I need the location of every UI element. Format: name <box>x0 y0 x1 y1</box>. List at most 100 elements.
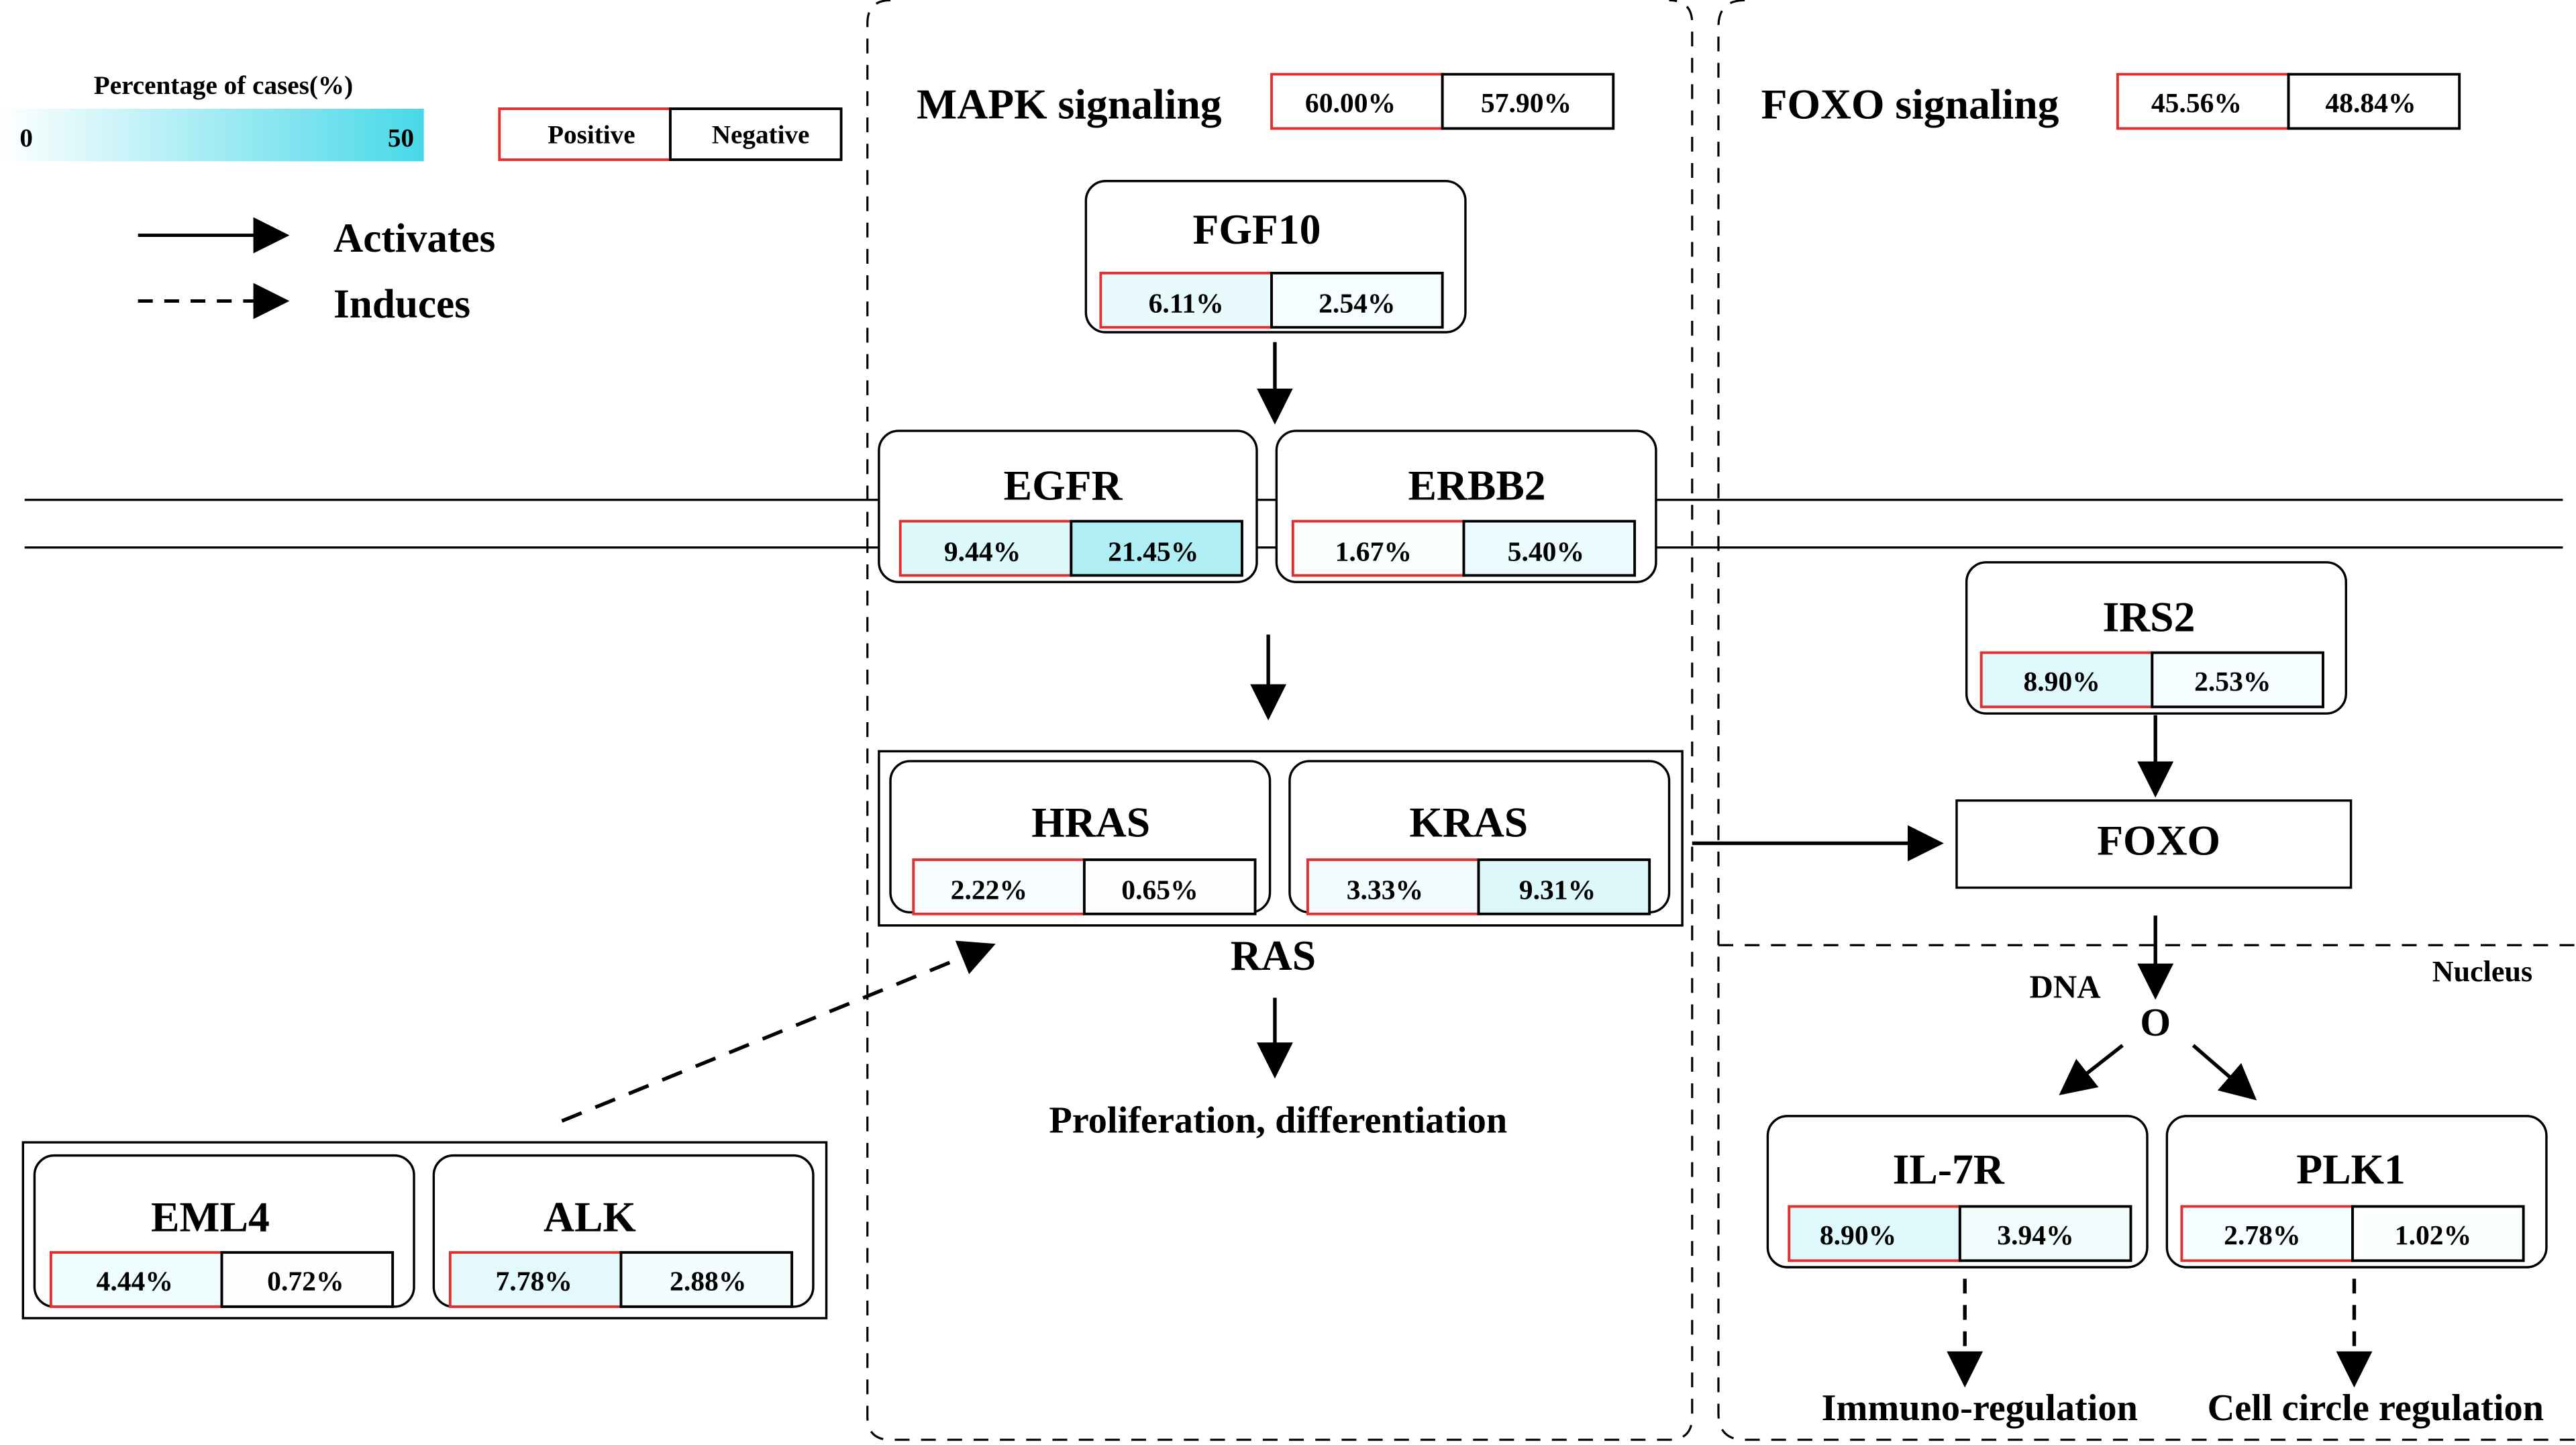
legend-negative-label: Negative <box>712 120 810 149</box>
cell-positive-kras <box>1306 858 1480 915</box>
gene-label-eml4: EML4 <box>151 1193 270 1240</box>
cell-negative-erbb2 <box>1462 519 1637 577</box>
arrow-eml4alk-induces-ras <box>561 940 996 1123</box>
value-negative-egfr: 21.45% <box>1108 536 1198 567</box>
induces-label: Induces <box>333 281 470 327</box>
ras-label: RAS <box>1231 932 1316 979</box>
gene-label-erbb2: ERBB2 <box>1408 462 1545 509</box>
value-positive-irs2: 8.90% <box>2023 666 2100 697</box>
dna-node-label: O <box>2140 1001 2171 1044</box>
scale-title: Percentage of cases(%) <box>94 71 353 100</box>
cell-positive-il7r <box>1788 1205 1961 1262</box>
value-negative-eml4: 0.72% <box>267 1266 344 1297</box>
proliferation-label: Proliferation, differentiation <box>1049 1099 1507 1141</box>
gene-label-egfr: EGFR <box>1004 462 1123 509</box>
arrows <box>561 342 2373 1388</box>
cell-negative-plk1 <box>2351 1205 2525 1262</box>
gene-eml4: EML4 4.44% 0.72% <box>33 1154 415 1308</box>
pathway-header-mapk: MAPK signaling 60.00% 57.90% <box>917 72 1615 130</box>
value-negative-kras: 9.31% <box>1519 875 1596 906</box>
value-positive-alk: 7.78% <box>495 1266 572 1297</box>
legend-negative-box <box>668 107 843 161</box>
value-negative-hras: 0.65% <box>1121 875 1198 906</box>
mapk-positive-box <box>1270 72 1444 130</box>
value-negative-il7r: 3.94% <box>1997 1220 2073 1251</box>
value-negative-fgf10: 2.54% <box>1319 289 1395 319</box>
gene-erbb2: ERBB2 1.67% 5.40% <box>1275 430 1657 583</box>
foxo-node-box <box>1955 799 2353 889</box>
cell-negative-irs2 <box>2151 651 2324 709</box>
dna-label: DNA <box>2030 968 2101 1005</box>
color-scale-bar <box>0 109 424 162</box>
arrow-dna-to-il7r <box>2059 1044 2124 1095</box>
gene-egfr: EGFR 9.44% 21.45% <box>878 430 1258 583</box>
mapk-region <box>866 0 1694 1441</box>
foxo-positive-box <box>2116 72 2290 130</box>
value-negative-irs2: 2.53% <box>2194 666 2271 697</box>
cell-positive-irs2 <box>1979 651 2154 709</box>
value-positive-hras: 2.22% <box>951 875 1027 906</box>
immuno-regulation-label: Immuno-regulation <box>1822 1387 2138 1429</box>
cell-positive-egfr <box>898 519 1073 577</box>
cell-negative-hras <box>1082 858 1257 915</box>
cell-negative-il7r <box>1958 1205 2132 1262</box>
gene-label-il7r: IL-7R <box>1893 1145 2005 1193</box>
mapk-positive-value: 60.00% <box>1305 88 1396 119</box>
gene-fgf10: FGF10 6.11% 2.54% <box>1084 180 1467 334</box>
pathway-header-foxo: FOXO signaling 45.56% 48.84% <box>1761 72 2461 130</box>
cell-circle-regulation-label: Cell circle regulation <box>2208 1387 2544 1429</box>
gene-plk1: PLK1 2.78% 1.02% <box>2165 1115 2548 1268</box>
scale-min-label: 0 <box>19 123 33 152</box>
value-negative-plk1: 1.02% <box>2395 1220 2471 1251</box>
value-negative-alk: 2.88% <box>670 1266 746 1297</box>
mapk-negative-box <box>1441 72 1615 130</box>
gene-label-hras: HRAS <box>1031 799 1150 846</box>
value-positive-eml4: 4.44% <box>97 1266 173 1297</box>
pathway-title-foxo: FOXO signaling <box>1761 81 2059 128</box>
nucleus-label: Nucleus <box>2432 955 2532 988</box>
cell-negative-kras <box>1477 858 1651 915</box>
value-positive-egfr: 9.44% <box>944 536 1021 567</box>
gene-irs2: IRS2 8.90% 2.53% <box>1965 561 2347 715</box>
activates-label: Activates <box>333 215 495 261</box>
cell-positive-plk1 <box>2180 1205 2354 1262</box>
foxo-negative-value: 48.84% <box>2325 88 2416 119</box>
cell-positive-fgf10 <box>1099 271 1273 329</box>
foxo-node-label: FOXO <box>2097 817 2220 864</box>
cell-negative-fgf10 <box>1270 271 1444 329</box>
legend-positive-box <box>498 107 672 161</box>
foxo-negative-box <box>2287 72 2461 130</box>
cell-negative-egfr <box>1070 519 1243 577</box>
gene-hras: HRAS 2.22% 0.65% <box>889 760 1272 915</box>
value-negative-erbb2: 5.40% <box>1508 536 1584 567</box>
ras-group-box <box>878 750 1684 927</box>
legend-positive-label: Positive <box>548 120 635 149</box>
region-borders <box>866 0 2576 1441</box>
cell-negative-alk <box>619 1251 794 1308</box>
value-positive-kras: 3.33% <box>1347 875 1423 906</box>
cell-positive-alk <box>448 1251 623 1308</box>
cell-positive-eml4 <box>49 1251 223 1308</box>
gene-label-irs2: IRS2 <box>2102 593 2195 641</box>
foxo-positive-value: 45.56% <box>2151 88 2242 119</box>
legend: Percentage of cases(%) 0 50 Positive Neg… <box>0 71 843 327</box>
gene-label-fgf10: FGF10 <box>1193 205 1321 253</box>
cell-positive-erbb2 <box>1291 519 1465 577</box>
gene-label-alk: ALK <box>544 1193 636 1240</box>
scale-max-label: 50 <box>388 123 414 152</box>
cell-positive-hras <box>912 858 1086 915</box>
eml4-alk-group-box <box>21 1141 828 1319</box>
value-positive-erbb2: 1.67% <box>1335 536 1412 567</box>
gene-label-kras: KRAS <box>1409 799 1528 846</box>
mapk-negative-value: 57.90% <box>1481 88 1572 119</box>
value-positive-fgf10: 6.11% <box>1149 289 1224 319</box>
gene-kras: KRAS 3.33% 9.31% <box>1288 760 1671 915</box>
value-positive-plk1: 2.78% <box>2224 1220 2300 1251</box>
gene-label-plk1: PLK1 <box>2296 1145 2406 1193</box>
gene-il7r: IL-7R 8.90% 3.94% <box>1766 1115 2149 1268</box>
gene-alk: ALK 7.78% 2.88% <box>432 1154 815 1308</box>
foxo-region <box>1717 0 2576 1441</box>
pathway-title-mapk: MAPK signaling <box>917 81 1222 128</box>
cell-negative-eml4 <box>220 1251 395 1308</box>
